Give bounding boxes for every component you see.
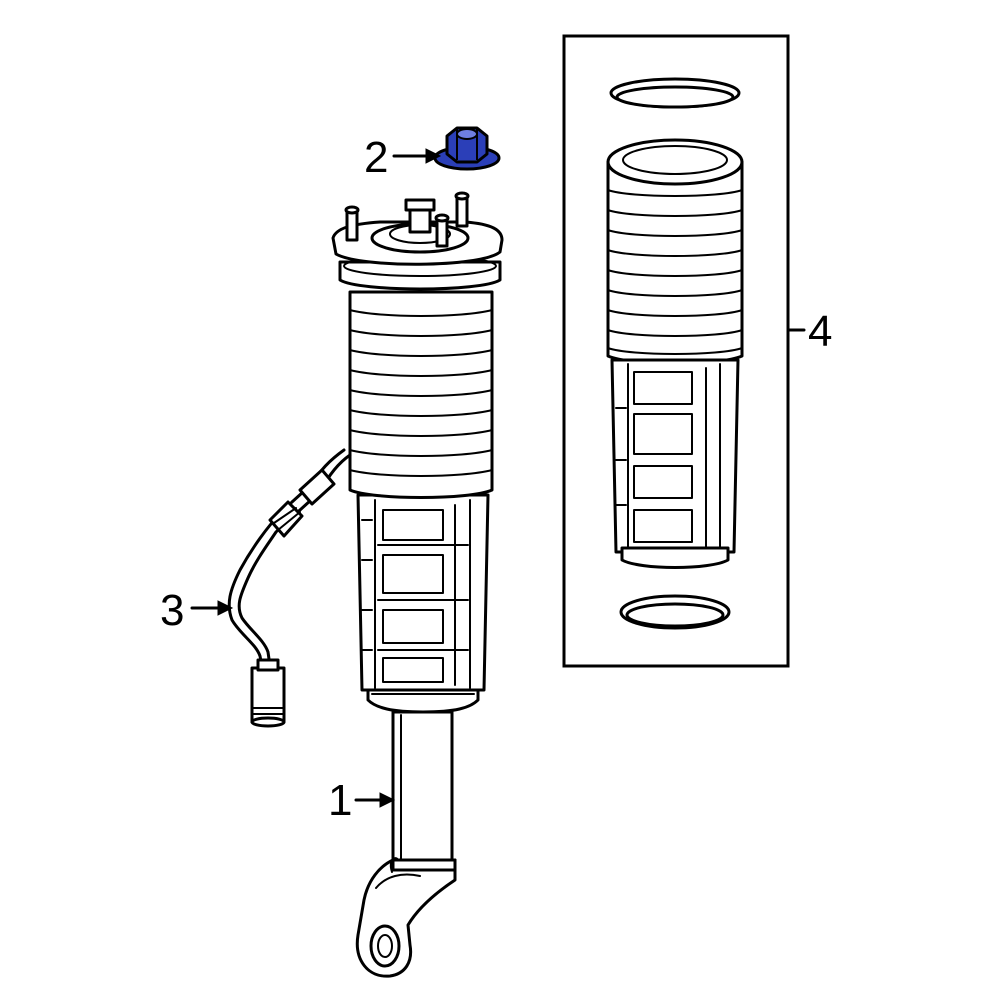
callout-3-number: 3	[160, 586, 184, 635]
top-mount	[331, 191, 504, 266]
callout-4: 4	[786, 307, 832, 356]
strut-assembly	[227, 126, 504, 978]
kit-frame	[562, 34, 790, 668]
lower-mount	[355, 857, 457, 978]
callout-4-number: 4	[808, 307, 832, 356]
sensor-harness	[227, 448, 352, 728]
air-spring-cage	[356, 493, 490, 692]
callout-3: 3	[160, 586, 234, 635]
kit-cage	[610, 358, 740, 554]
kit-bellows	[606, 138, 744, 365]
air-spring-bellows	[348, 290, 494, 499]
callout-1-number: 1	[328, 776, 352, 825]
kit-box	[562, 34, 790, 668]
flange-nut	[433, 126, 501, 171]
upper-ring	[609, 77, 741, 109]
kit-lower-collar	[620, 546, 730, 569]
callout-1: 1	[328, 776, 396, 825]
callout-2: 2	[364, 133, 442, 182]
callout-2-number: 2	[364, 133, 388, 182]
lower-collar	[366, 686, 480, 714]
lower-ring	[619, 594, 731, 630]
